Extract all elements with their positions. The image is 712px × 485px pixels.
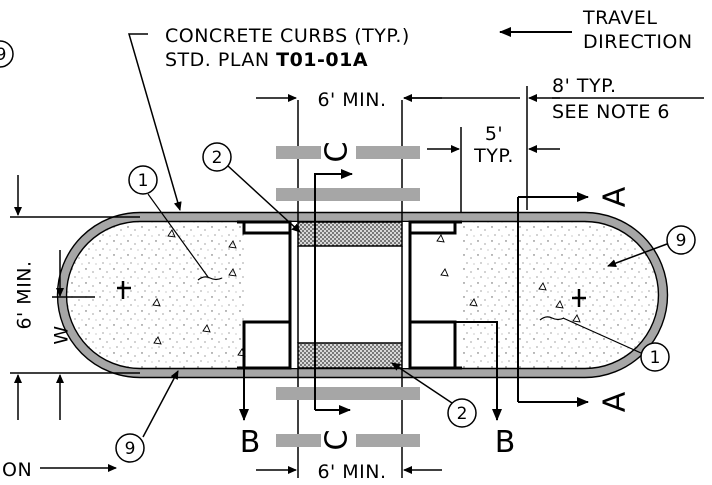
section-c-line <box>314 169 353 415</box>
dim-8-typ-label: 8' TYP. <box>552 75 617 97</box>
travel-label: TRAVEL <box>582 7 657 29</box>
dim-left <box>10 175 140 420</box>
section-c-bottom-label: C <box>320 430 355 451</box>
detectable-warning-bottom <box>297 342 403 369</box>
dim-bottom-label: 6' MIN. <box>317 461 386 483</box>
dim-w-label: W <box>51 325 73 344</box>
direction-label: DIRECTION <box>583 31 693 53</box>
section-a-top-label: A <box>598 186 633 207</box>
callout-9-right: 9 <box>607 225 696 267</box>
svg-text:1: 1 <box>650 348 661 368</box>
svg-text:2: 2 <box>457 404 468 424</box>
sign-symbol-left <box>117 281 131 299</box>
callout-1-top-left: 1 <box>128 165 223 281</box>
partial-label-bottom-left: ON <box>2 459 32 481</box>
curb-bars <box>276 146 420 447</box>
svg-text:9: 9 <box>676 231 687 251</box>
section-a-bottom-label: A <box>598 391 633 412</box>
section-a-line <box>517 192 589 407</box>
callout-2-bottom: 2 <box>391 362 477 428</box>
see-note-label: SEE NOTE 6 <box>552 101 670 123</box>
curbs-leader <box>128 33 182 211</box>
dim-left-min-label: 6' MIN. <box>14 260 36 329</box>
dim-5-label: 5' <box>485 123 503 145</box>
svg-text:1: 1 <box>138 171 149 191</box>
walkway-lines <box>297 100 403 478</box>
dim-5-typ <box>427 127 560 212</box>
partial-callout-9-top-left: 9 <box>0 40 14 68</box>
sign-symbol-right <box>572 289 586 307</box>
curbs-plan-label: STD. PLAN T01-01A <box>165 49 368 71</box>
callout-1-right: 1 <box>539 316 670 372</box>
section-b-right-label: B <box>495 425 516 460</box>
callout-2-top: 2 <box>202 142 301 233</box>
dim-5-typ-label: TYP. <box>473 145 514 167</box>
svg-text:9: 9 <box>0 45 6 65</box>
section-b-left-label: B <box>240 425 261 460</box>
detectable-warning-top <box>297 221 403 247</box>
callout-9-bottom-left: 9 <box>115 370 179 463</box>
dim-top-label: 6' MIN. <box>317 89 386 111</box>
section-c-top-label: C <box>320 142 355 163</box>
section-b-line <box>239 321 502 421</box>
curbs-label: CONCRETE CURBS (TYP.) <box>165 25 410 47</box>
svg-text:2: 2 <box>212 148 223 168</box>
aggregate-marks <box>152 229 581 357</box>
dim-8-typ <box>404 86 704 210</box>
svg-text:9: 9 <box>125 439 136 459</box>
